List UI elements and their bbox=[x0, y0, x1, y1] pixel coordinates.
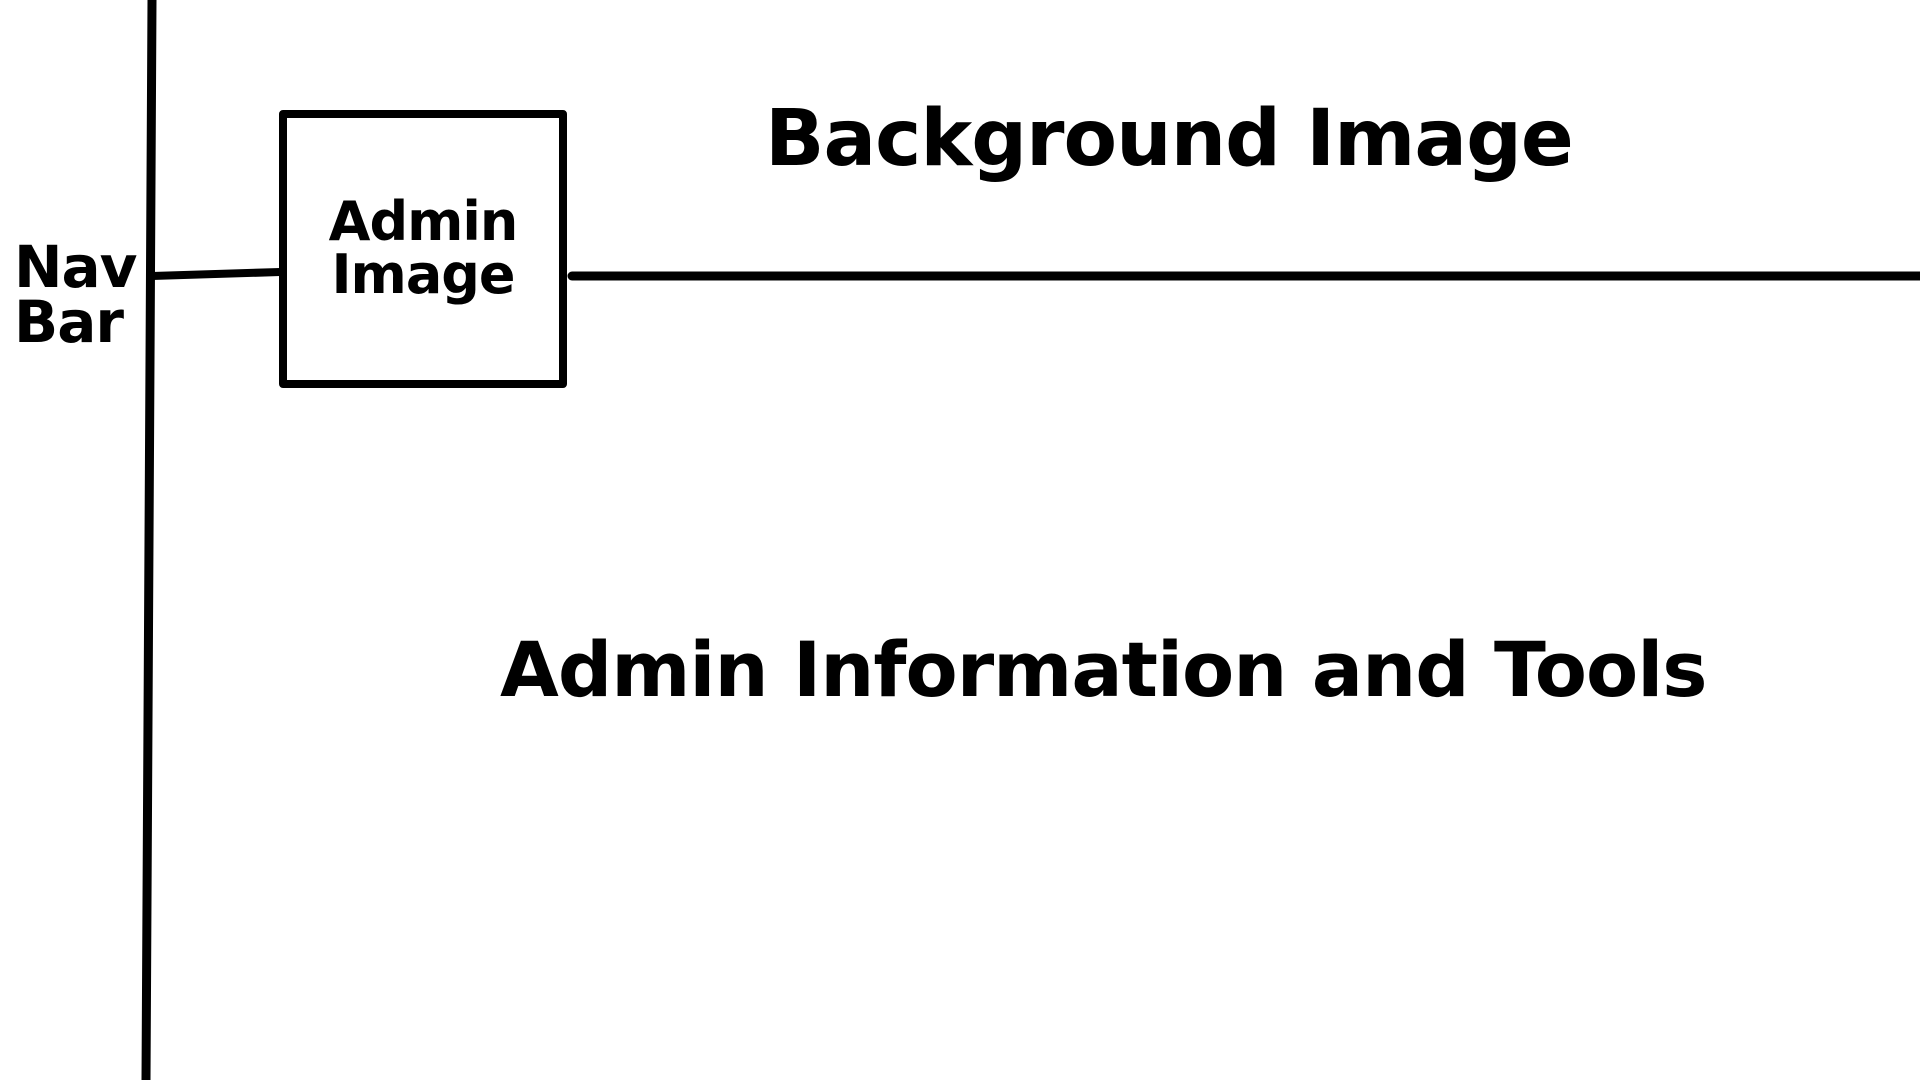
nav-bar-label-line1: Nav bbox=[14, 233, 137, 301]
background-image-label: Background Image bbox=[765, 94, 1574, 184]
nav-bar-divider bbox=[141, 0, 157, 1080]
nav-bar-label-line2: Bar bbox=[14, 288, 124, 357]
admin-image-label: Admin Image bbox=[328, 190, 519, 306]
nav-bar-label: Nav Bar bbox=[14, 233, 137, 357]
admin-image-label-line1: Admin bbox=[328, 190, 519, 254]
nav-connector-line bbox=[148, 268, 284, 280]
admin-info-tools-label: Admin Information and Tools bbox=[500, 625, 1708, 714]
admin-image-placeholder: Admin Image bbox=[279, 110, 567, 388]
admin-image-label-line2: Image bbox=[331, 243, 515, 306]
